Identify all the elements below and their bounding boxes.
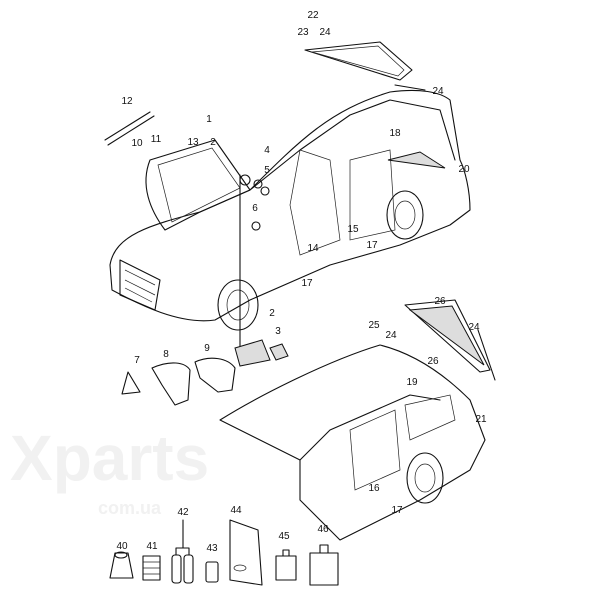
callout-label: 15 xyxy=(347,224,359,235)
callout-label: 45 xyxy=(278,531,290,542)
callout-label: 24 xyxy=(432,86,444,97)
callout-label: 24 xyxy=(385,330,397,341)
wagon-car-drawing xyxy=(219,344,486,541)
callout-label: 22 xyxy=(307,10,319,21)
callout-label: 4 xyxy=(264,145,270,156)
callout-label: 7 xyxy=(134,355,140,366)
wall-brackets xyxy=(121,339,289,406)
callout-label: 8 xyxy=(163,349,169,360)
callout-label: 43 xyxy=(206,543,218,554)
callout-label: 17 xyxy=(301,278,313,289)
callout-label: 10 xyxy=(131,138,143,149)
callout-label: 25 xyxy=(368,320,380,331)
callout-label: 41 xyxy=(146,541,158,552)
callout-label: 17 xyxy=(391,505,403,516)
callout-label: 26 xyxy=(434,296,446,307)
roof-panel-drawing xyxy=(304,41,426,91)
accessory-products xyxy=(109,519,339,586)
callout-label: 24 xyxy=(319,27,331,38)
callout-label: 3 xyxy=(275,326,281,337)
callout-label: 40 xyxy=(116,541,128,552)
watermark: Xparts xyxy=(10,422,209,494)
callout-label: 26 xyxy=(427,356,439,367)
callout-label: 16 xyxy=(368,483,380,494)
rear-window-drawing xyxy=(404,299,496,381)
callout-label: 1 xyxy=(206,114,212,125)
callout-label: 2 xyxy=(210,137,216,148)
callout-label: 6 xyxy=(252,203,258,214)
windshield-strips xyxy=(104,111,270,356)
sedan-car-drawing xyxy=(109,89,471,331)
watermark-sub: com.ua xyxy=(98,498,162,518)
callout-label: 44 xyxy=(230,505,242,516)
callout-label: 12 xyxy=(121,96,133,107)
callout-label: 14 xyxy=(307,243,319,254)
callout-label: 24 xyxy=(468,322,480,333)
callout-label: 19 xyxy=(406,377,418,388)
callout-label: 42 xyxy=(177,507,189,518)
callout-label: 18 xyxy=(389,128,401,139)
callout-label: 17 xyxy=(366,240,378,251)
callout-label: 5 xyxy=(264,165,270,176)
callout-label: 13 xyxy=(187,137,199,148)
callout-label: 2 xyxy=(269,308,275,319)
callout-label: 23 xyxy=(297,27,309,38)
callout-label: 46 xyxy=(317,524,329,535)
callout-label: 11 xyxy=(151,134,162,145)
callout-label: 21 xyxy=(475,414,487,425)
callout-label: 20 xyxy=(458,164,470,175)
callout-label: 9 xyxy=(204,343,210,354)
